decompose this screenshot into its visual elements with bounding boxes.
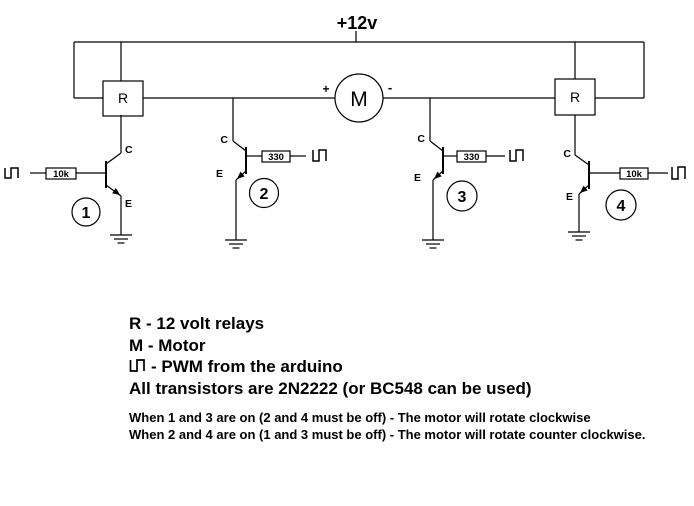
relay-left (73, 42, 335, 117)
legend-motor: M - Motor (129, 335, 206, 355)
resistor-3-value: 330 (464, 152, 480, 163)
ground-icon (225, 239, 247, 249)
ground-icon (422, 239, 444, 249)
legend-pwm: - PWM from the arduino (129, 356, 645, 378)
emitter-arrow (112, 188, 120, 195)
motor (334, 73, 555, 123)
transistor-2-number-circle (248, 177, 280, 209)
transistor-4-number-circle (605, 189, 637, 221)
pwm-icon (129, 359, 145, 372)
transistor-4 (568, 115, 686, 241)
circuit-diagram: +12v R R M + - (4, 13, 686, 249)
emitter-arrow (434, 171, 442, 179)
power-rail (74, 31, 644, 43)
transistor-3-number: 3 (458, 189, 467, 206)
transistor-2-emitter-label: E (216, 168, 223, 180)
resistor-4-value: 10k (626, 169, 643, 180)
pwm-icon-4 (671, 166, 686, 180)
collector-diagonal (105, 152, 122, 165)
pwm-icon-2 (312, 149, 327, 162)
ground-icon (568, 231, 590, 241)
transistor-2-number: 2 (260, 186, 269, 203)
collector-diagonal (574, 154, 590, 166)
pwm-icon-1 (4, 167, 19, 179)
note-clockwise: When 1 and 3 are on (2 and 4 must be off… (129, 410, 591, 425)
relay-right-label: R (570, 89, 580, 105)
transistor-1 (4, 115, 132, 244)
transistor-4-number: 4 (617, 198, 626, 215)
transistor-1-number-circle (71, 197, 101, 227)
transistor-1-number: 1 (82, 205, 91, 222)
transistor-3 (422, 98, 524, 249)
transistor-3-collector-label: C (417, 133, 425, 145)
legend-transistors: All transistors are 2N2222 (or BC548 can… (129, 378, 532, 398)
transistor-2-collector-label: C (220, 134, 228, 146)
transistor-1-collector-label: C (125, 144, 133, 156)
motor-positive-label: + (322, 82, 329, 96)
emitter-arrow (237, 171, 245, 179)
transistor-1-emitter-label: E (125, 198, 132, 210)
pwm-icon-3 (509, 149, 524, 162)
resistor-1-value: 10k (53, 169, 70, 180)
notes: When 1 and 3 are on (2 and 4 must be off… (129, 409, 645, 443)
legend-pwm-text: - PWM from the arduino (151, 357, 343, 376)
legend-relays: R - 12 volt relays (129, 314, 265, 333)
collector-diagonal (429, 140, 444, 152)
transistor-4-collector-label: C (563, 148, 571, 160)
transistor-3-number-circle (446, 180, 478, 212)
ground-icon (110, 234, 132, 244)
relay-right (554, 42, 645, 116)
motor-negative-label: - (388, 80, 392, 95)
transistor-2 (225, 98, 327, 249)
transistor-3-emitter-label: E (414, 172, 421, 184)
supply-label: +12v (337, 13, 378, 33)
note-counterclockwise: When 2 and 4 are on (1 and 3 must be off… (129, 427, 646, 443)
emitter-arrow (580, 185, 588, 193)
collector-diagonal (232, 140, 247, 152)
motor-label: M (350, 88, 368, 111)
relay-left-label: R (118, 90, 128, 106)
legend: R - 12 volt relays M - Motor - PWM from … (129, 313, 645, 443)
transistor-4-emitter-label: E (566, 191, 573, 203)
resistor-2-value: 330 (268, 152, 284, 163)
